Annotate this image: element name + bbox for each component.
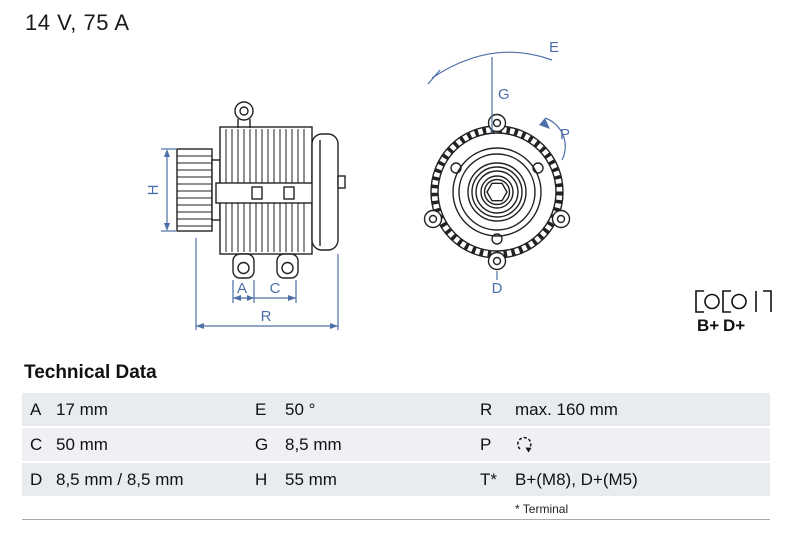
technical-data-section: Technical Data A 17 mm E 50 ° R max. 160… [22, 362, 770, 520]
tech-value: 17 mm [56, 399, 108, 419]
alternator-drawing: H A C R E G P [145, 39, 772, 335]
side-view [176, 101, 346, 279]
dim-label-d: D [492, 280, 503, 297]
dim-label-p: P [560, 126, 570, 143]
tech-value: 50 mm [56, 434, 108, 454]
rotation-direction-icon [517, 436, 532, 452]
rating-label: 14 V, 75 A [25, 10, 130, 35]
dim-label-h: H [145, 185, 162, 196]
dim-label-r: R [261, 308, 272, 325]
tech-row: A 17 mm E 50 ° R max. 160 mm [22, 393, 770, 426]
dim-label-g: G [498, 86, 510, 103]
front-view [423, 113, 571, 271]
dim-label-e: E [549, 39, 559, 56]
tech-key: A [30, 399, 42, 419]
front-view-annotations [427, 51, 566, 280]
tech-row: C 50 mm G 8,5 mm P [22, 428, 770, 461]
terminal-footnote: * Terminal [515, 502, 569, 516]
tech-value: 8,5 mm / 8,5 mm [56, 469, 184, 489]
tech-key: C [30, 434, 43, 454]
terminal-label-d: D+ [723, 316, 745, 335]
dim-label-c: C [270, 280, 281, 297]
tech-value [515, 435, 770, 455]
tech-value: 55 mm [285, 469, 337, 489]
tech-key: E [255, 399, 267, 419]
side-view-dimensions [161, 148, 339, 330]
terminal-label-b: B+ [697, 316, 719, 335]
tech-value: 8,5 mm [285, 434, 342, 454]
tech-key: T* [480, 469, 497, 489]
tech-value: max. 160 mm [515, 399, 618, 419]
terminal-icon [695, 290, 772, 313]
tech-key: D [30, 469, 43, 489]
dim-label-a: A [237, 280, 247, 297]
technical-data-title: Technical Data [24, 362, 157, 383]
tech-row: D 8,5 mm / 8,5 mm H 55 mm T* B+(M8), D+(… [22, 463, 770, 496]
tech-value: 50 ° [285, 399, 316, 419]
bottom-divider [22, 519, 770, 520]
tech-key: H [255, 469, 268, 489]
tech-key: G [255, 434, 269, 454]
tech-value: B+(M8), D+(M5) [515, 469, 638, 489]
tech-key: R [480, 399, 493, 419]
tech-key: P [480, 434, 492, 454]
